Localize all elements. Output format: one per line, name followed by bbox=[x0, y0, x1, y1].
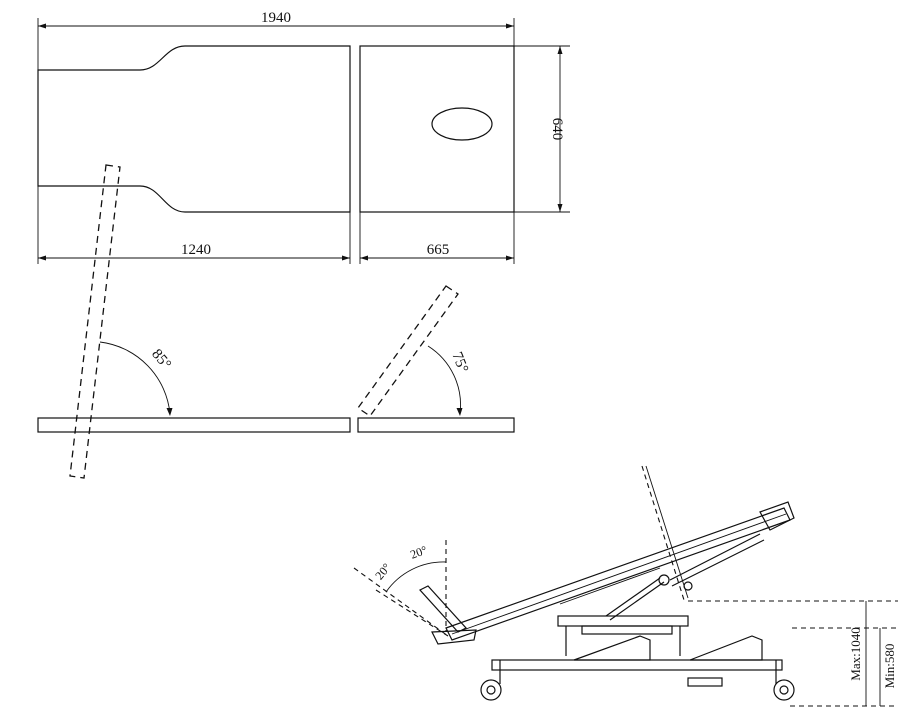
caster-left bbox=[480, 679, 502, 701]
caster-right bbox=[773, 679, 795, 701]
face-hole bbox=[431, 107, 493, 141]
board-left bbox=[37, 417, 351, 433]
tilted-board-right bbox=[357, 285, 459, 417]
backrest-angle-line bbox=[641, 465, 685, 601]
angle-label-right: 75° bbox=[448, 350, 471, 375]
board-right bbox=[357, 417, 515, 433]
angle-label-b: 20° bbox=[408, 543, 429, 562]
body-section-outline bbox=[37, 45, 351, 213]
angle-arc-left bbox=[99, 341, 171, 415]
angle-label-left: 85° bbox=[148, 346, 174, 372]
elevation-view: 20° 20° bbox=[353, 465, 898, 707]
angle-arc-elevation bbox=[385, 561, 447, 593]
dim-total-length: 1940 bbox=[261, 10, 291, 26]
top-view: 1940 640 1240 665 bbox=[37, 10, 570, 264]
dim-head-section: 665 bbox=[427, 242, 450, 258]
tilted-board-left bbox=[69, 164, 121, 479]
head-section-outline bbox=[359, 45, 515, 213]
pedestal-platform bbox=[557, 615, 689, 627]
height-min: Min:580 bbox=[882, 644, 897, 689]
leg-rest bbox=[419, 585, 467, 633]
side-angle-view: 85° 75° bbox=[37, 164, 515, 479]
angle-ref-line-1 bbox=[353, 567, 449, 637]
base-frame bbox=[491, 659, 783, 671]
angle-arc-right bbox=[427, 345, 461, 415]
height-max: Max:1040 bbox=[848, 627, 863, 680]
dim-width: 640 bbox=[549, 118, 565, 141]
lift-mechanism bbox=[573, 635, 651, 661]
dim-body-section: 1240 bbox=[181, 242, 211, 258]
head-rest bbox=[759, 501, 795, 531]
angle-label-a: 20° bbox=[372, 560, 394, 582]
